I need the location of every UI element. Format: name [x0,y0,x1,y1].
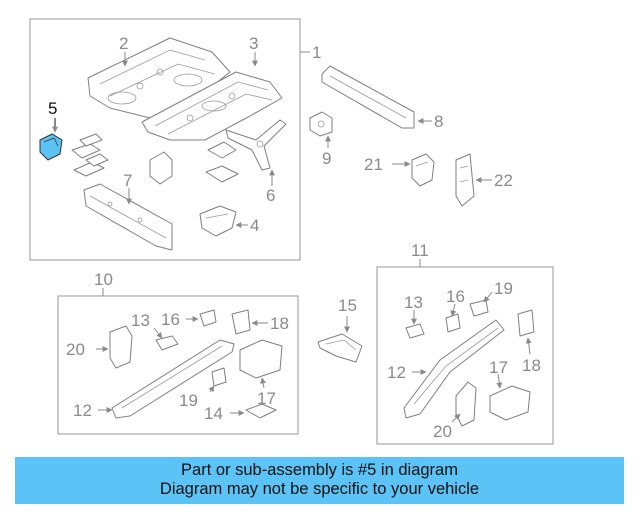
callout-19a[interactable]: 19 [179,391,198,410]
callout-20b[interactable]: 20 [433,422,452,441]
callout-19b[interactable]: 19 [494,279,513,298]
callout-17a[interactable]: 17 [257,389,276,408]
callout-2[interactable]: 2 [119,34,128,53]
callout-5[interactable]: 5 [48,99,57,118]
group-box-floor [29,18,301,261]
group-10-parts[interactable] [109,309,283,419]
part-22-bracket[interactable] [455,153,475,207]
part-8-rail[interactable] [321,65,415,129]
callout-15[interactable]: 15 [338,296,357,315]
callout-12b[interactable]: 12 [387,363,406,382]
part-5-bracket[interactable] [39,133,63,161]
callout-12a[interactable]: 12 [73,401,92,420]
callout-20a[interactable]: 20 [66,340,85,359]
callout-3[interactable]: 3 [249,34,258,53]
callout-18b[interactable]: 18 [522,356,541,375]
callout-6[interactable]: 6 [266,186,275,205]
callout-17b[interactable]: 17 [489,358,508,377]
notice-line-disclaimer: Diagram may not be specific to your vehi… [159,480,480,498]
callout-7[interactable]: 7 [123,171,132,190]
notice-line-part: Part or sub-assembly is #5 in diagram [181,461,458,479]
callout-21[interactable]: 21 [364,155,383,174]
callout-22[interactable]: 22 [494,171,513,190]
small-bracket-parts[interactable] [71,133,109,177]
part-15-bracket[interactable] [317,333,363,363]
callout-16b[interactable]: 16 [446,287,465,306]
callout-9[interactable]: 9 [322,149,331,168]
callout-1[interactable]: 1 [312,43,321,62]
cross-member-part[interactable] [225,119,287,171]
group-11-parts[interactable] [403,299,535,427]
floor-bracket-parts[interactable] [149,141,239,185]
callout-16a[interactable]: 16 [161,310,180,329]
group-box-10 [57,295,299,435]
part-9-plate[interactable] [309,111,333,137]
callout-14[interactable]: 14 [204,404,223,423]
part-4-bracket[interactable] [199,205,237,237]
rear-floor-pan-part[interactable] [141,71,283,141]
callout-8[interactable]: 8 [434,112,443,131]
callout-13a[interactable]: 13 [131,311,150,330]
group-box-11 [376,266,554,445]
callout-18a[interactable]: 18 [270,314,289,333]
notice-banner: Part or sub-assembly is #5 in diagram Di… [15,457,624,504]
callout-11[interactable]: 11 [411,241,429,260]
callout-13b[interactable]: 13 [404,293,423,312]
callout-10[interactable]: 10 [94,270,113,289]
callout-4[interactable]: 4 [250,216,259,235]
part-21-bracket[interactable] [411,153,435,187]
side-sill-part[interactable] [83,183,173,251]
